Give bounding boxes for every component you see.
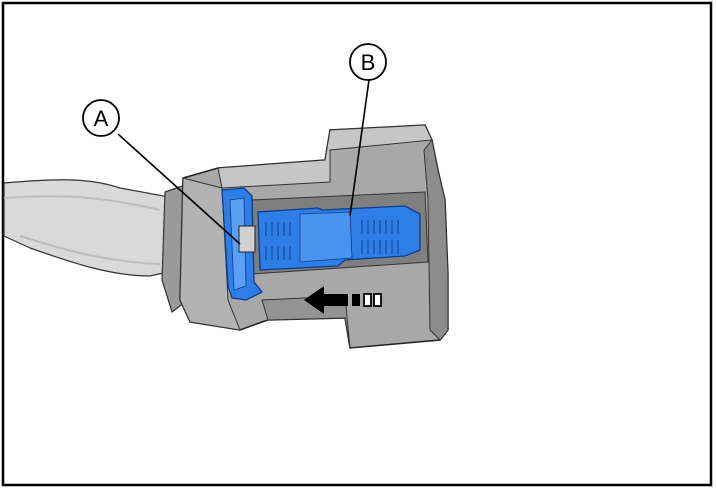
leader-line-b xyxy=(349,79,370,217)
callout-b: B xyxy=(349,43,387,81)
wire-harness-shade xyxy=(19,235,161,265)
lock-slider-b-center xyxy=(299,211,353,263)
wire-harness-shade xyxy=(3,195,161,211)
wire-harness xyxy=(3,179,186,277)
slider-ribs xyxy=(265,220,399,260)
callout-a-label: A xyxy=(94,106,109,131)
callout-b-label: B xyxy=(361,50,376,75)
lever-window xyxy=(238,225,256,253)
leader-line-a xyxy=(117,133,241,245)
connector-rear-section xyxy=(179,177,241,331)
connector-front-lip xyxy=(423,138,449,341)
callout-a: A xyxy=(82,99,120,137)
arrow-left-icon xyxy=(304,286,382,314)
lock-lever-a-face xyxy=(229,197,247,291)
